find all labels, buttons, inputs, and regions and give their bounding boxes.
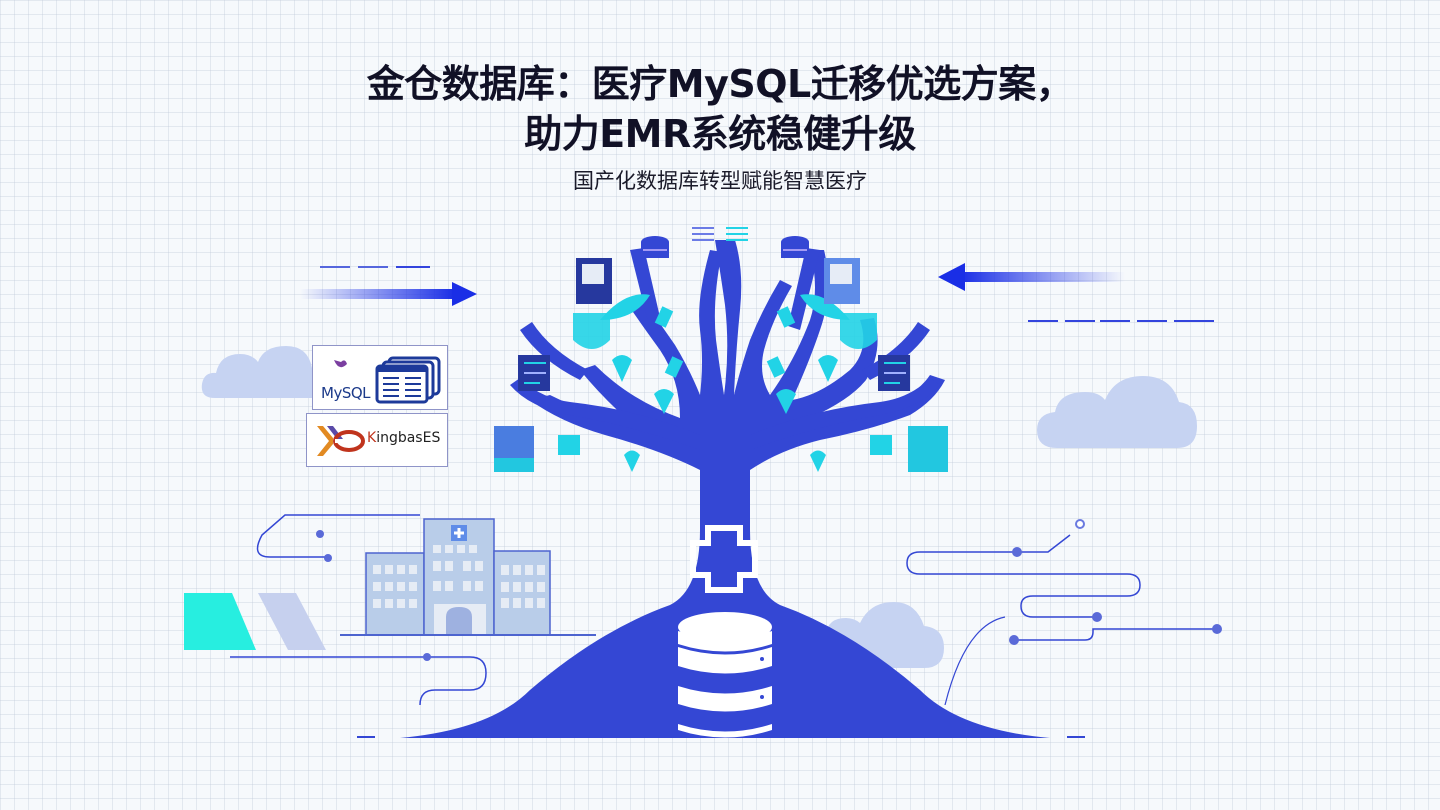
data-tree-icon <box>400 227 1050 738</box>
arrow-right-icon <box>300 266 477 306</box>
kingbase-label: KingbasES <box>367 430 441 446</box>
page-title-line-2: 助力EMR系统稳健升级 <box>524 112 916 156</box>
dolphin-icon <box>334 360 347 368</box>
circuit-lines-left <box>230 514 487 705</box>
page-subtitle: 国产化数据库转型赋能智慧医疗 <box>573 169 867 193</box>
cloud-icon <box>1037 376 1197 448</box>
cloud-icon <box>201 346 312 398</box>
kingbase-mark-icon <box>317 426 365 456</box>
kingbase-logo: KingbasES <box>306 413 448 467</box>
ground-line <box>357 736 1085 738</box>
database-icon <box>678 612 772 738</box>
circuit-lines-right <box>906 519 1222 705</box>
arrow-left-icon <box>938 263 1214 322</box>
document-stack-icon <box>375 356 441 404</box>
mysql-label: MySQL <box>321 384 371 402</box>
page-title-line-1: 金仓数据库：医疗MySQL迁移优选方案， <box>366 62 1074 106</box>
mysql-logo: MySQL <box>312 345 448 410</box>
hospital-icon <box>340 518 596 636</box>
medical-cross-icon <box>690 525 758 593</box>
decorative-slants <box>184 593 326 650</box>
